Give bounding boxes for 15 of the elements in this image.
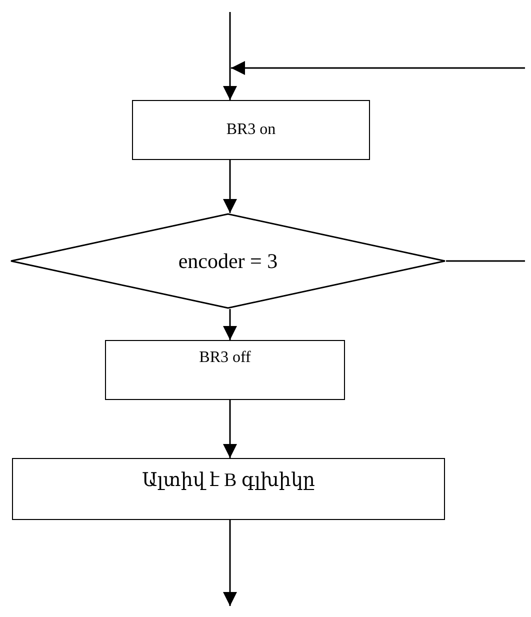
- decision-diamond: [10, 213, 446, 309]
- arrow: [223, 12, 237, 100]
- arrow: [223, 309, 237, 340]
- process-box: [132, 100, 370, 160]
- connector-line: [446, 260, 525, 262]
- process-box: [12, 458, 445, 520]
- arrow: [223, 160, 237, 213]
- process-box: [105, 340, 345, 400]
- arrow: [223, 400, 237, 458]
- arrow: [231, 61, 525, 75]
- arrow: [223, 520, 237, 606]
- node-label: Ալտիվ է B գլխիկը: [142, 469, 316, 492]
- node-label: BR3 on: [226, 121, 276, 139]
- node-label: encoder = 3: [178, 248, 278, 274]
- node-label: BR3 off: [199, 349, 251, 367]
